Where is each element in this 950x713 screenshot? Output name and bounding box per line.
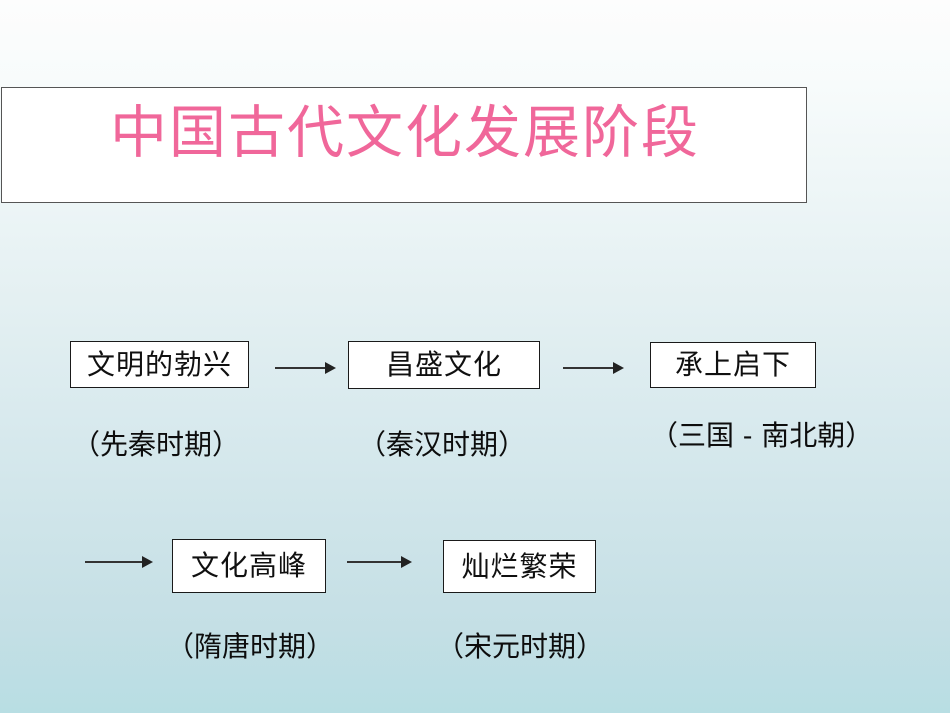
flow-box-stage-2[interactable]: 昌盛文化 xyxy=(348,341,540,389)
arrow-shaft xyxy=(275,367,327,369)
flow-box-label: 承上启下 xyxy=(674,348,791,381)
arrow-right-icon-4 xyxy=(347,554,414,570)
period-caption-4: （隋唐时期） xyxy=(166,630,335,663)
flow-box-stage-1[interactable]: 文明的勃兴 xyxy=(70,341,249,388)
flow-box-stage-3[interactable]: 承上启下 xyxy=(650,342,816,388)
flow-box-label: 文明的勃兴 xyxy=(86,347,232,381)
arrow-right-icon-3 xyxy=(85,554,155,570)
period-caption-1: （先秦时期） xyxy=(72,428,241,461)
flow-box-stage-5[interactable]: 灿烂繁荣 xyxy=(443,540,596,593)
arrow-right-icon-2 xyxy=(563,360,625,376)
page-title: 中国古代文化发展阶段 xyxy=(110,100,700,166)
arrow-shaft xyxy=(85,561,144,563)
arrow-right-icon-1 xyxy=(275,360,337,376)
period-caption-3: （三国 - 南北朝） xyxy=(650,419,874,452)
flow-box-label: 昌盛文化 xyxy=(385,348,502,381)
flow-box-label: 文化高峰 xyxy=(190,549,307,582)
arrow-head xyxy=(401,556,412,568)
arrow-head xyxy=(142,556,153,568)
arrow-head xyxy=(325,362,336,374)
period-caption-2: （秦汉时期） xyxy=(358,428,527,461)
flow-box-label: 灿烂繁荣 xyxy=(461,549,578,583)
title-box: 中国古代文化发展阶段 xyxy=(1,87,807,203)
arrow-shaft xyxy=(563,367,615,369)
arrow-head xyxy=(613,362,624,374)
flow-box-stage-4[interactable]: 文化高峰 xyxy=(172,539,326,593)
arrow-shaft xyxy=(347,561,403,563)
period-caption-5: （宋元时期） xyxy=(436,630,605,663)
